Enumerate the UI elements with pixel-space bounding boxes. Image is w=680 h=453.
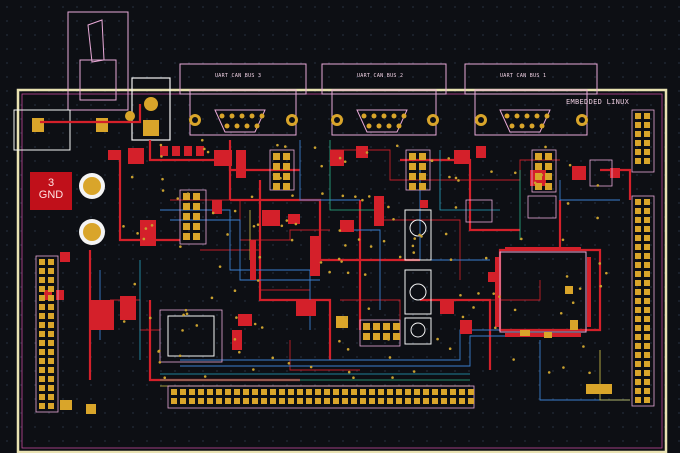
- smd-pads: [44, 146, 620, 350]
- tactile-switches: [404, 209, 432, 345]
- connector-label-3: UART CAN BUS 1: [500, 73, 547, 79]
- db9-connector-1: [179, 63, 307, 136]
- board-edge: [16, 88, 668, 453]
- electrolytic-capacitors: [79, 173, 105, 245]
- mcu-outline: [499, 251, 587, 333]
- right-pin-header-main: [631, 195, 655, 407]
- db9-connector-2: [321, 63, 447, 136]
- right-pin-header-top: [631, 109, 655, 173]
- connector-label-1: UART CAN BUS 3: [215, 73, 262, 79]
- gnd-badge-text: GND: [38, 189, 64, 201]
- inner-layer-traces: [139, 140, 630, 401]
- top-copper-traces: [40, 104, 632, 382]
- db9-connector-3: [464, 63, 598, 136]
- smd-gold-pads: [60, 286, 612, 414]
- board-name-label: EMBEDDED LINUX: [566, 98, 630, 106]
- gnd-badge-number: 3: [47, 177, 55, 189]
- connector-label-2: UART CAN BUS 2: [357, 73, 404, 79]
- toggle-switch-outline: [67, 11, 129, 111]
- bottom-copper-traces: [99, 140, 630, 401]
- bottom-pin-header: [167, 385, 475, 409]
- inductor-outline: [167, 315, 215, 357]
- left-pin-header: [35, 255, 59, 413]
- gnd-badge: 3 GND: [30, 172, 72, 210]
